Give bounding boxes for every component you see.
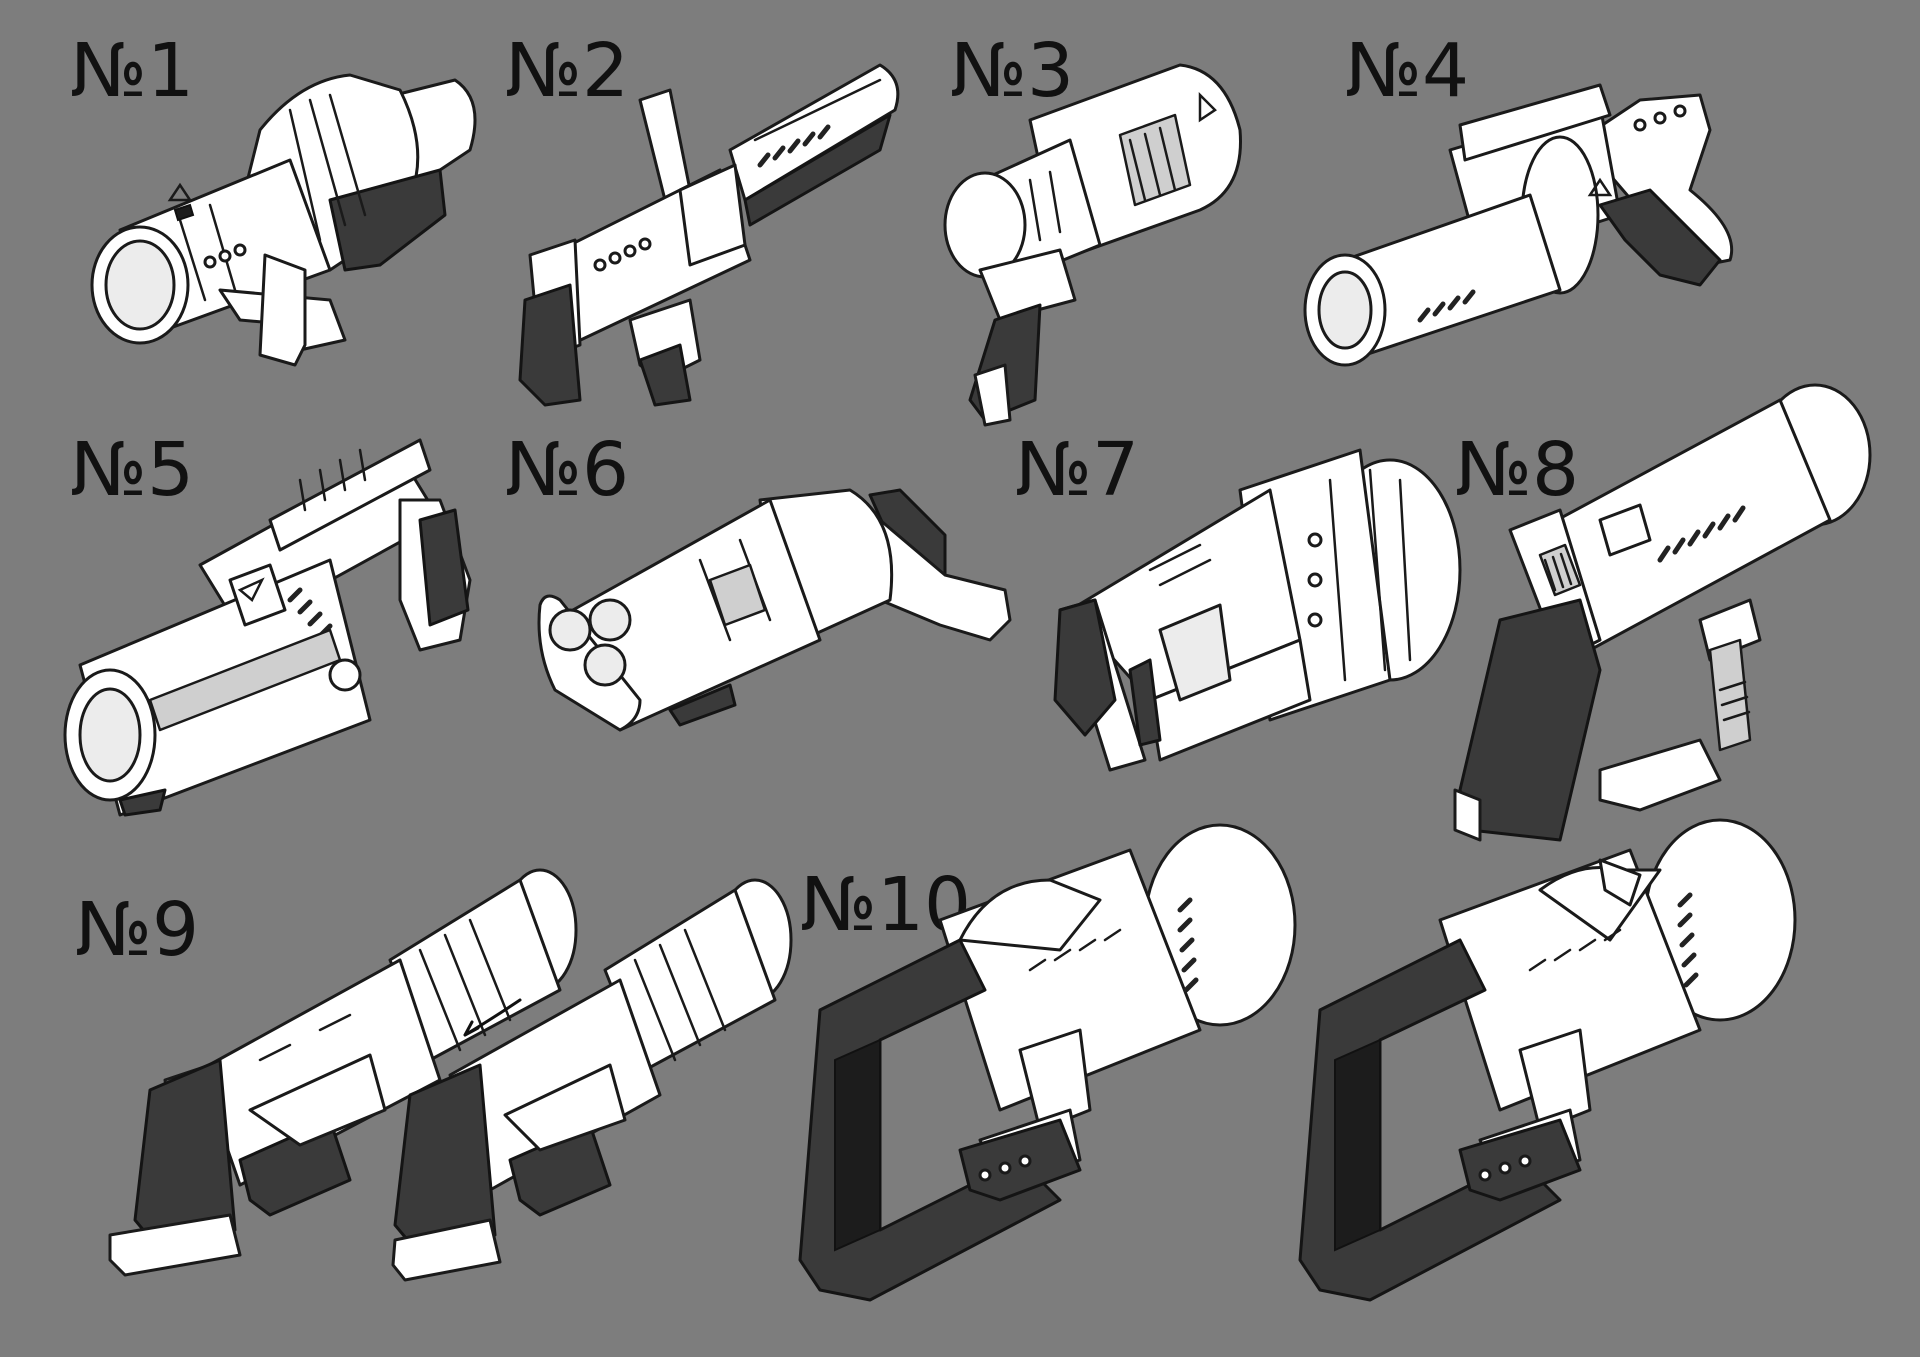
weapon-10-drawing-left <box>798 823 1297 1302</box>
weapon-9-drawing-right <box>391 878 793 1282</box>
label-n4: №4 <box>1345 28 1469 114</box>
label-n9: №9 <box>75 887 199 973</box>
weapon-1-drawing <box>90 73 477 367</box>
label-n7: №7 <box>1015 427 1139 513</box>
weapon-8-drawing <box>1453 383 1872 842</box>
label-n1: №1 <box>70 28 194 114</box>
label-n3: №3 <box>950 28 1074 114</box>
label-n8: №8 <box>1455 427 1579 513</box>
rotation-arrow-icon <box>463 998 522 1037</box>
label-n5: №5 <box>70 427 194 513</box>
weapon-5-drawing <box>63 438 472 817</box>
label-n10: №10 <box>800 862 971 948</box>
weapon-6-drawing <box>537 488 1012 732</box>
weapon-9-drawing-left <box>108 868 578 1277</box>
label-n6: №6 <box>505 427 629 513</box>
weapon-3-drawing <box>943 63 1242 427</box>
weapon-7-drawing <box>1053 448 1462 772</box>
weapon-4-drawing <box>1303 83 1734 367</box>
label-n2: №2 <box>505 28 629 114</box>
weapon-2-drawing <box>518 63 900 407</box>
weapon-10-drawing-right <box>1298 818 1797 1302</box>
